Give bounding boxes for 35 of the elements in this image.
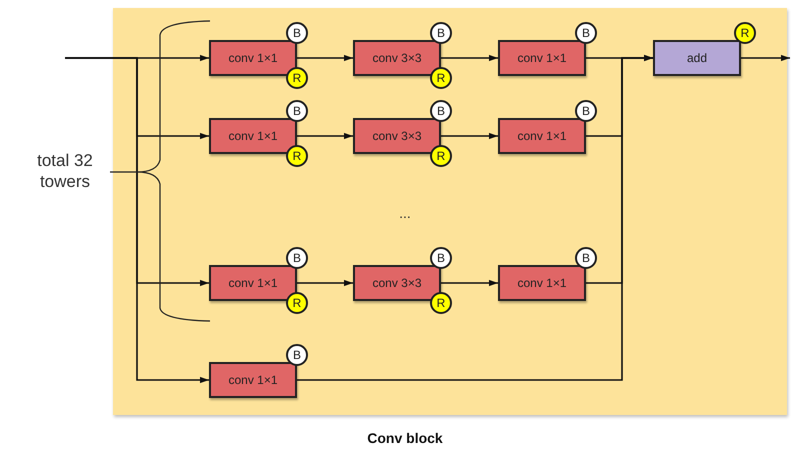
batch-norm-badge: B <box>430 100 452 122</box>
arrow <box>741 54 790 62</box>
arrow <box>441 280 498 286</box>
arrow <box>297 54 653 381</box>
batch-norm-badge: B <box>286 100 308 122</box>
conv-box: conv 1×1 <box>498 265 586 301</box>
ellipsis: ... <box>398 205 412 222</box>
relu-badge: R <box>286 67 308 89</box>
batch-norm-badge: B <box>575 100 597 122</box>
relu-badge: R <box>286 292 308 314</box>
add-box: add <box>653 40 741 76</box>
caption: Conv block <box>366 430 444 446</box>
relu-badge: R <box>286 145 308 167</box>
batch-norm-badge: B <box>286 247 308 269</box>
relu-badge: R <box>430 67 452 89</box>
relu-badge: R <box>430 145 452 167</box>
block-panel <box>113 8 787 415</box>
batch-norm-badge: B <box>286 344 308 366</box>
conv-box: conv 1×1 <box>498 40 586 76</box>
conv-box: conv 1×1 <box>498 118 586 154</box>
arrow <box>297 280 353 286</box>
arrow <box>297 54 353 62</box>
batch-norm-badge: B <box>430 247 452 269</box>
batch-norm-badge: B <box>430 22 452 44</box>
arrow <box>441 54 498 62</box>
total-label: total 32 towers <box>36 150 94 192</box>
arrow <box>297 132 353 140</box>
conv-box: conv 1×1 <box>209 362 297 398</box>
arrow <box>65 57 209 384</box>
batch-norm-badge: B <box>286 22 308 44</box>
relu-badge: R <box>430 292 452 314</box>
arrow <box>441 132 498 140</box>
batch-norm-badge: B <box>575 247 597 269</box>
relu-badge: R <box>734 22 756 44</box>
batch-norm-badge: B <box>575 22 597 44</box>
